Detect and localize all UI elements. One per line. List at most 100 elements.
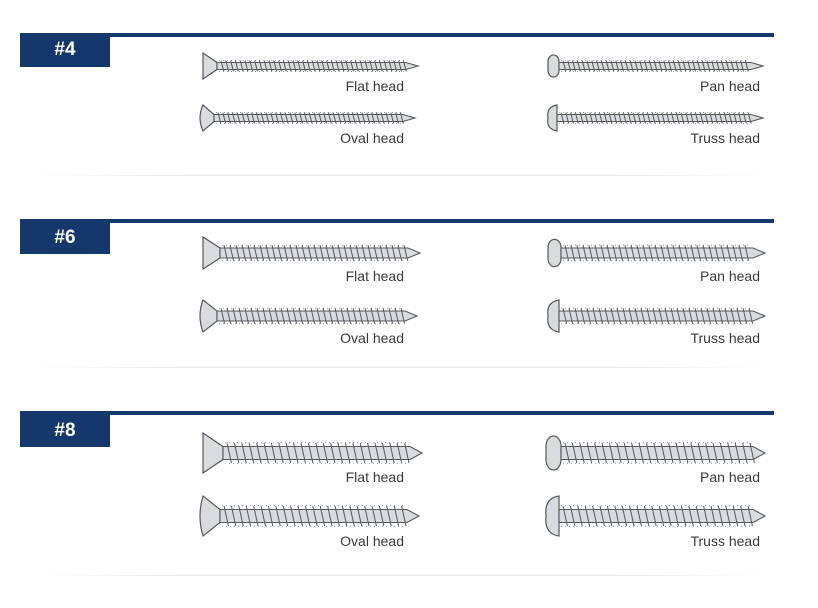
screw-shank [558,61,765,71]
screw-thread [400,308,406,324]
screw-thread [351,112,356,124]
screw-thread [346,308,352,324]
screw-thread [361,112,366,124]
screw-thread [744,245,750,261]
screw-thread [354,60,359,72]
screw-shank [216,61,420,71]
screw-thread [290,505,296,527]
screw-thread [285,442,292,464]
screw-thread [668,442,674,464]
screw-thread [719,442,726,464]
screw-thread [222,112,227,124]
screw-thread [614,505,620,527]
screw-thread [637,112,642,124]
screw-thread [574,112,579,124]
screw-thread [289,245,295,261]
screw-thread [615,60,620,72]
screw-head-shape [547,299,560,333]
screw-thread [584,112,589,124]
screw-thread [270,112,275,124]
screw-thread [374,60,378,72]
screw-thread [340,60,345,72]
screw-thread [352,308,358,324]
screw-thread [747,505,753,527]
gauge-section-4: #4 Flat head Pan head Oval head Truss he… [0,33,818,203]
screw-thread [391,245,397,261]
screw-thread [663,60,668,72]
screw-thread [634,308,640,324]
screw-thread [717,505,724,527]
screw-thread [654,245,660,261]
screw-thread [678,245,684,261]
oval-head-screw-drawing [199,299,419,333]
screw-thread [606,505,613,527]
screw-thread [733,112,738,124]
screw-thread [712,308,718,324]
screw-thread [356,505,363,527]
screw-thread [562,505,568,527]
screw-thread [359,60,364,72]
screw-thread [694,308,700,324]
screw-thread [370,308,376,324]
screw-thread [699,112,704,124]
screw-thread [740,505,746,527]
screw-thread [278,60,282,72]
screw-thread [690,245,696,261]
screw-thread [295,245,301,261]
screw-thread [345,60,350,72]
pan-head-screw-icon [543,431,767,475]
screw-thread [710,505,716,527]
screw-thread [388,308,394,324]
pan-head-screw-icon [545,51,765,81]
screw-thread [396,442,403,464]
screw-thread [682,60,687,72]
screw-thread [570,245,576,261]
screw-thread [312,505,318,527]
screw-thread [610,60,615,72]
screw-thread [274,308,280,324]
screw-thread [604,308,610,324]
screw-thread [380,112,385,124]
screw-thread [747,112,752,124]
truss-head-screw-icon [545,103,765,133]
screw-thread [594,442,600,464]
screw-thread [594,112,598,124]
screw-thread [653,60,658,72]
screw-head-shape [547,238,562,268]
screw-thread [393,505,400,527]
screw-thread [313,112,318,124]
screw-thread [259,245,265,261]
screw-thread [385,112,390,124]
gauge-badge: #4 [20,33,110,67]
screw-thread [690,442,696,464]
screw-thread [245,505,252,527]
screw-thread [658,505,665,527]
screw-thread [250,308,256,324]
screw-thread [375,112,380,124]
screw-thread [564,245,570,261]
screw-thread [371,505,377,527]
screw-thread [334,505,340,527]
screw-thread [684,245,690,261]
screw-thread [220,60,225,72]
screw-thread [388,60,393,72]
screw-thread [720,60,725,72]
screw-head-shape [199,494,221,538]
screw-thread [379,245,385,261]
screw-thread [732,505,739,527]
screw-thread [594,245,600,261]
screw-label: Pan head [700,268,760,284]
screw-thread [606,245,612,261]
screw-thread [623,442,630,464]
screw-thread [226,442,232,464]
screw-thread [229,245,235,261]
screw-thread [361,245,367,261]
screw-thread [230,60,234,72]
screw-thread [341,505,348,527]
screw-thread [331,245,337,261]
screw-thread [622,112,627,124]
screw-thread [705,442,711,464]
screw-thread [235,245,241,261]
screw-thread [675,442,681,464]
screw-thread [708,245,714,261]
